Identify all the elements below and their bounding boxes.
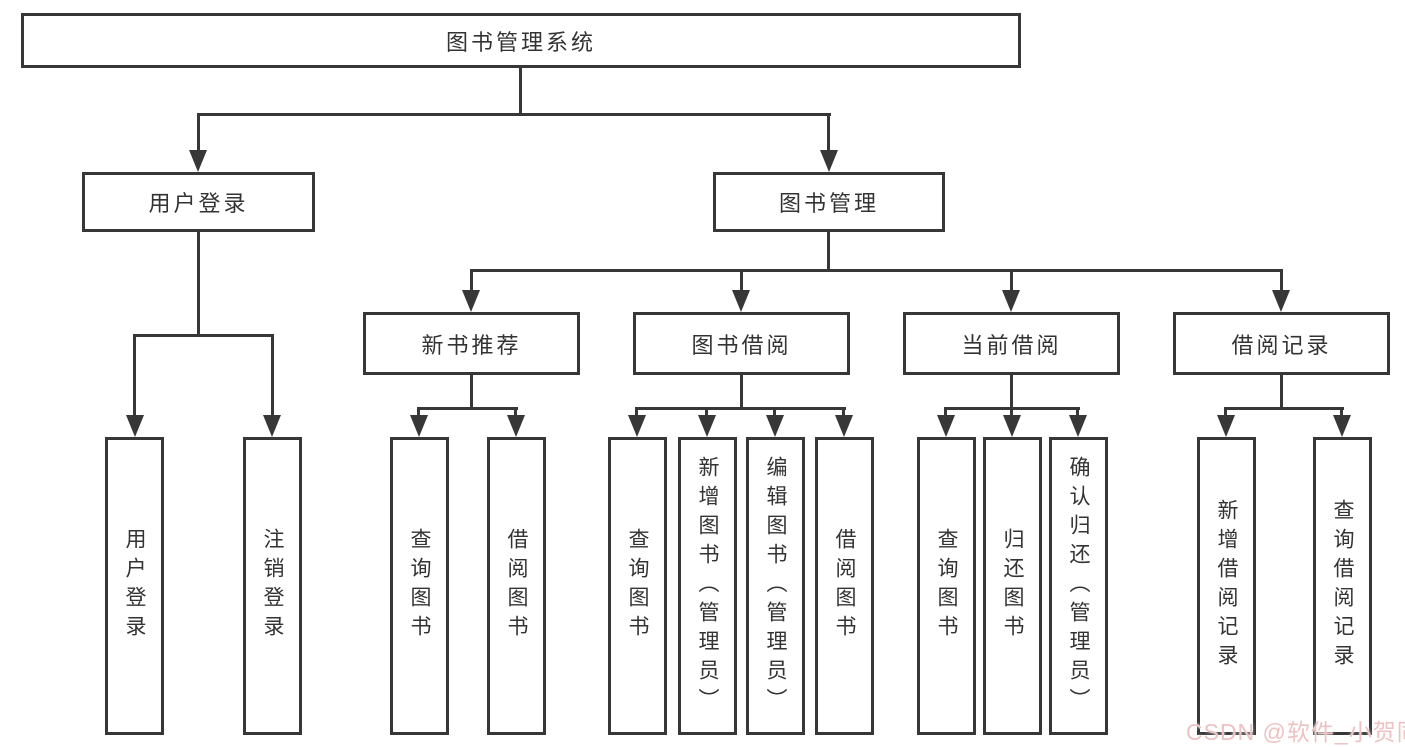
csdn-watermark: CSDN @软件_小贺同学: [1186, 719, 1405, 745]
node-user-login: 用户登录: [82, 172, 315, 232]
leaf-borrow-edit-admin: 编辑图书（管理员）: [746, 437, 805, 735]
arrowhead-book-borrow: [732, 290, 750, 312]
connector-bookmgmt-vline: [827, 230, 830, 271]
node-current-borrow: 当前借阅: [903, 312, 1120, 375]
connector-borrow-stub-4: [842, 407, 845, 419]
connector-records-vline: [1280, 373, 1283, 409]
arrowhead-record-add: [1217, 415, 1235, 437]
arrowhead-borrow-edit: [766, 415, 784, 437]
connector-borrow-stub-1: [635, 407, 638, 419]
connector-newbook-hline: [417, 407, 518, 410]
leaf-newbook-query: 查询图书: [390, 437, 449, 735]
arrowhead-current-query: [937, 415, 955, 437]
connector-root-hline: [197, 113, 831, 116]
node-new-book-recommend: 新书推荐: [363, 312, 580, 375]
connector-newbook-stub-1: [417, 407, 420, 419]
node-user-login-label: 用户登录: [148, 191, 249, 216]
leaf-current-query: 查询图书: [917, 437, 976, 735]
connector-bookmgmt-hline: [470, 269, 1283, 272]
arrowhead-record-query: [1333, 415, 1351, 437]
connector-userlogin-stub-2: [271, 334, 274, 418]
connector-records-stub-1: [1224, 407, 1227, 419]
node-book-management: 图书管理: [713, 172, 945, 232]
arrowhead-current-return: [1003, 415, 1021, 437]
arrowhead-leaf-logout: [263, 415, 281, 437]
arrowhead-borrow-borrow: [835, 415, 853, 437]
connector-borrow-stub-3: [773, 407, 776, 419]
connector-root-stub-left: [197, 113, 200, 157]
connector-newbook-stub-2: [514, 407, 517, 419]
arrowhead-new-book-recommend: [462, 290, 480, 312]
node-borrow-records-label: 借阅记录: [1231, 332, 1332, 358]
leaf-record-query: 查询借阅记录: [1313, 437, 1372, 735]
connector-bookmgmt-stub-1: [470, 269, 473, 293]
connector-current-stub-3: [1076, 407, 1079, 419]
connector-current-stub-1: [944, 407, 947, 419]
connector-records-stub-2: [1340, 407, 1343, 419]
connector-bookmgmt-stub-4: [1280, 269, 1283, 293]
arrowhead-borrow-add: [698, 415, 716, 437]
arrowhead-user-login: [189, 150, 207, 172]
connector-records-hline: [1224, 407, 1344, 410]
leaf-borrow-query: 查询图书: [608, 437, 667, 735]
arrowhead-newbook-borrow: [507, 415, 525, 437]
connector-borrow-hline: [635, 407, 846, 410]
arrowhead-current-borrow: [1002, 290, 1020, 312]
connector-current-vline: [1010, 373, 1013, 409]
arrowhead-book-management: [820, 150, 838, 172]
leaf-current-confirm-admin: 确认归还（管理员）: [1049, 437, 1108, 735]
connector-newbook-vline: [470, 373, 473, 409]
node-book-borrow: 图书借阅: [633, 312, 850, 375]
arrowhead-current-confirm: [1069, 415, 1087, 437]
node-book-management-label: 图书管理: [778, 191, 879, 216]
arrowhead-leaf-user-login: [126, 415, 144, 437]
node-root-label: 图书管理系统: [445, 29, 596, 55]
connector-root-stub-right: [827, 113, 830, 157]
connector-userlogin-vline: [197, 230, 200, 336]
node-new-book-recommend-label: 新书推荐: [421, 332, 522, 358]
leaf-borrow-borrow: 借阅图书: [815, 437, 874, 735]
arrowhead-newbook-query: [410, 415, 428, 437]
arrowhead-borrow-records: [1272, 290, 1290, 312]
node-root: 图书管理系统: [21, 13, 1021, 68]
node-current-borrow-label: 当前借阅: [961, 332, 1062, 358]
connector-borrow-vline: [740, 373, 743, 409]
arrowhead-borrow-query: [628, 415, 646, 437]
leaf-newbook-borrow: 借阅图书: [487, 437, 546, 735]
connector-bookmgmt-stub-2: [740, 269, 743, 293]
node-borrow-records: 借阅记录: [1173, 312, 1390, 375]
connector-current-stub-2: [1010, 407, 1013, 419]
connector-bookmgmt-stub-3: [1010, 269, 1013, 293]
connector-root-vline: [519, 66, 522, 115]
connector-userlogin-stub-1: [133, 334, 136, 418]
leaf-user-login: 用户登录: [105, 437, 164, 735]
leaf-current-return: 归还图书: [983, 437, 1042, 735]
node-book-borrow-label: 图书借阅: [691, 332, 792, 358]
connector-borrow-stub-2: [705, 407, 708, 419]
leaf-borrow-add-admin: 新增图书（管理员）: [678, 437, 737, 735]
connector-userlogin-hline: [133, 334, 274, 337]
leaf-logout: 注销登录: [243, 437, 302, 735]
leaf-record-add: 新增借阅记录: [1197, 437, 1256, 735]
